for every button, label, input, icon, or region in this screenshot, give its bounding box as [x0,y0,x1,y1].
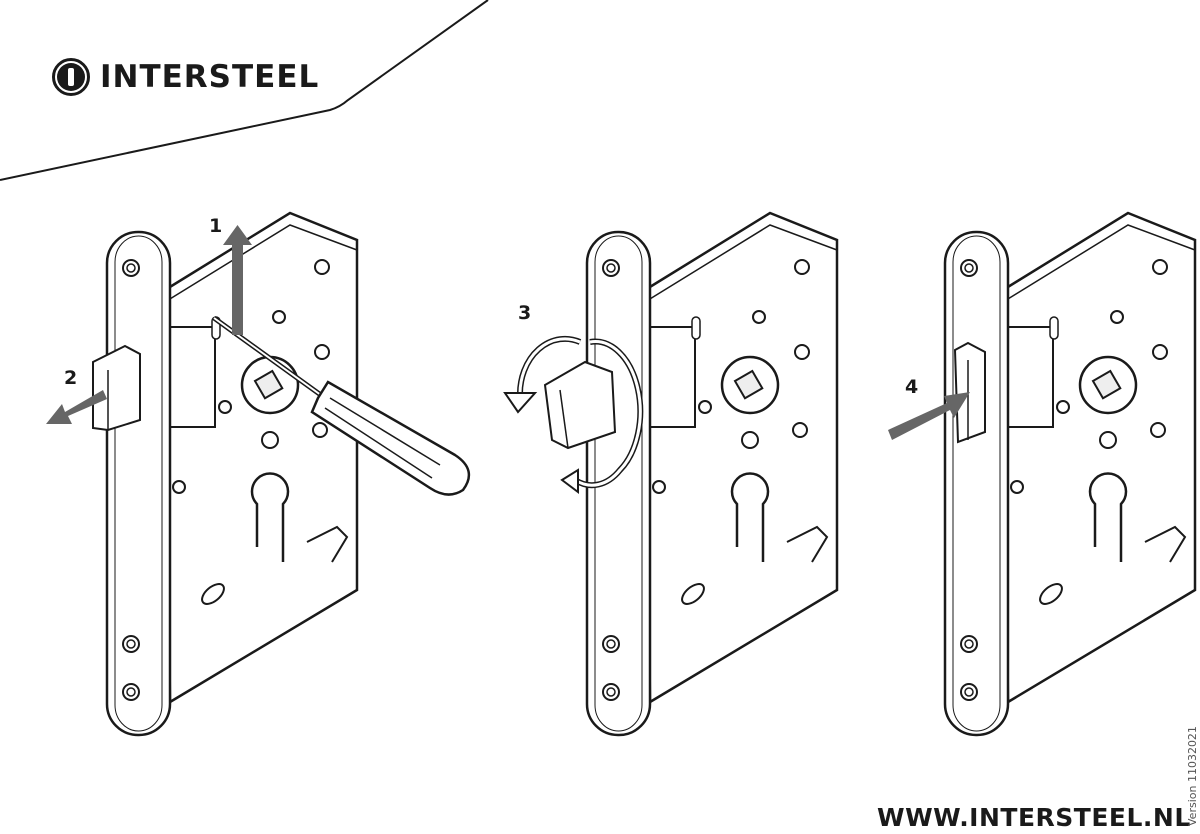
website-link[interactable]: WWW.INTERSTEEL.NL [877,803,1191,832]
arrow-left-icon [46,390,107,424]
step-label-4: 4 [905,376,919,398]
rotate-arrow-icon [503,335,644,494]
mortise-lock-step-3 [585,211,839,737]
step-label-2: 2 [64,367,78,389]
arrow-right-icon [888,392,970,440]
arrow-up-icon [223,225,252,335]
version-label: Version 11032021 [1186,726,1199,826]
latch-reinserted [953,341,986,444]
latch-removed [92,344,141,432]
intersteel-logo: INTERSTEEL [52,58,319,96]
brand-name: INTERSTEEL [100,59,320,95]
intersteel-logo-icon [52,58,90,96]
mortise-lock-step-4 [943,211,1197,737]
header-divider-line [0,0,489,181]
step-label-1: 1 [209,215,223,237]
latch-rotating [543,360,617,450]
step-label-3: 3 [518,302,532,324]
